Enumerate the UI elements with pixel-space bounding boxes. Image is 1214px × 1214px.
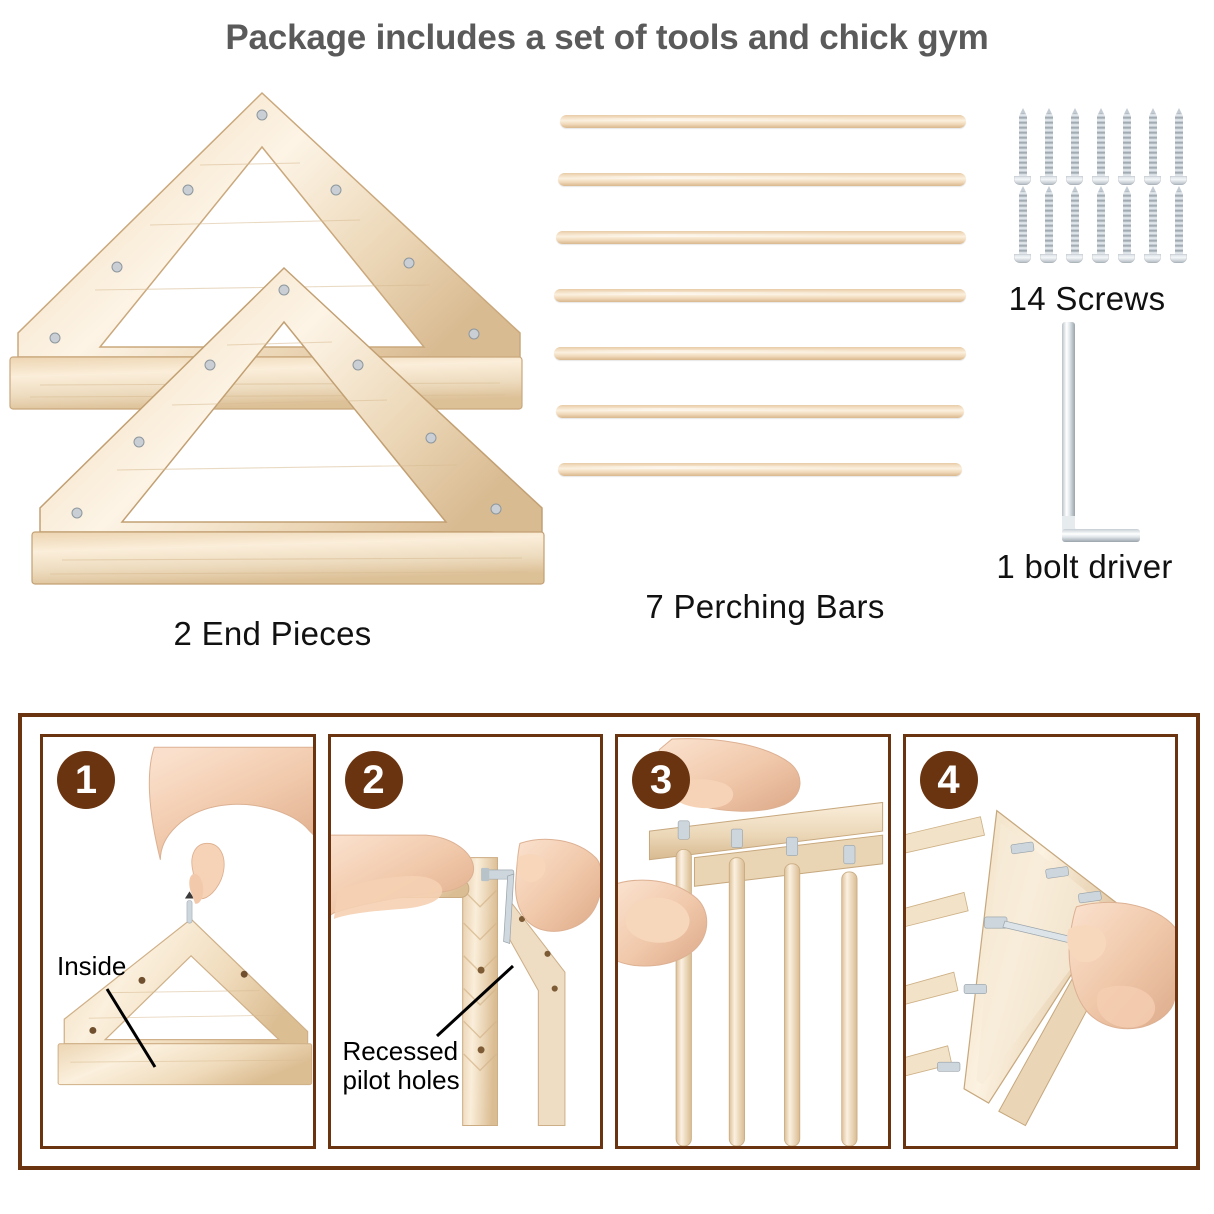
perching-bar bbox=[556, 405, 964, 418]
step-1-illustration bbox=[57, 746, 313, 1086]
perching-bar bbox=[554, 347, 966, 360]
end-pieces-label: 2 End Pieces bbox=[173, 615, 372, 652]
perching-bars-group bbox=[552, 115, 972, 515]
page-title: Package includes a set of tools and chic… bbox=[225, 18, 989, 57]
screw-icon bbox=[1170, 108, 1187, 185]
screw-icon bbox=[1092, 186, 1109, 263]
bolt-driver-label: 1 bolt driver bbox=[996, 548, 1173, 585]
step-2-illustration bbox=[330, 834, 600, 1127]
assembly-steps-row: 1 Inside bbox=[22, 717, 1196, 1166]
end-pieces-group: 2 End Pieces bbox=[0, 85, 545, 675]
screw-icon bbox=[1170, 186, 1187, 263]
screw-icon bbox=[1040, 108, 1057, 185]
step-1-leader-line bbox=[105, 988, 157, 1068]
perching-bar bbox=[554, 289, 966, 302]
bolt-driver-group bbox=[1040, 322, 1170, 542]
step-4-illustration bbox=[905, 809, 1175, 1127]
screw-icon bbox=[1014, 108, 1031, 185]
perching-bar bbox=[558, 463, 962, 476]
step-2-caption: Recessed pilot holes bbox=[342, 1036, 460, 1096]
screw-icon bbox=[1066, 108, 1083, 185]
screw-icon bbox=[1066, 186, 1083, 263]
allen-key-icon-short-arm bbox=[1062, 529, 1140, 542]
end-piece-triangle-front bbox=[31, 266, 545, 585]
parts-overview-section: 2 End Pieces 7 Perching Bars bbox=[0, 75, 1214, 690]
step-panel-3[interactable]: 3 bbox=[615, 734, 891, 1149]
screws-group bbox=[1014, 108, 1190, 278]
screw-icon bbox=[1144, 108, 1161, 185]
step-3-illustration bbox=[618, 738, 884, 1146]
step-panel-1[interactable]: 1 Inside bbox=[40, 734, 316, 1149]
screw-icon bbox=[1118, 186, 1135, 263]
step-2-leader-line bbox=[435, 964, 514, 1038]
assembly-steps-frame: 1 Inside bbox=[18, 713, 1200, 1170]
perching-bar bbox=[558, 173, 966, 186]
step-number-badge-4: 4 bbox=[919, 751, 978, 809]
step-number-badge-1: 1 bbox=[57, 751, 115, 809]
step-panel-4[interactable]: 4 bbox=[902, 734, 1178, 1149]
step-panel-2[interactable]: 2 Recessed pilot holes bbox=[327, 734, 603, 1149]
screws-label: 14 Screws bbox=[1008, 280, 1166, 317]
perching-bar bbox=[560, 115, 966, 128]
screw-icon bbox=[1144, 186, 1161, 263]
step-number-badge-2: 2 bbox=[344, 751, 403, 809]
screw-icon bbox=[1092, 108, 1109, 185]
allen-key-icon-long-arm bbox=[1062, 322, 1075, 522]
screw-icon bbox=[1118, 108, 1135, 185]
perching-bars-label: 7 Perching Bars bbox=[645, 588, 885, 625]
perching-bar bbox=[556, 231, 966, 244]
screw-row-bottom bbox=[1014, 186, 1190, 263]
step-1-caption: Inside bbox=[57, 951, 127, 981]
screw-icon bbox=[1014, 186, 1031, 263]
step-number-badge-3: 3 bbox=[632, 751, 690, 809]
screw-row-top bbox=[1014, 108, 1190, 185]
screw-icon bbox=[1040, 186, 1057, 263]
